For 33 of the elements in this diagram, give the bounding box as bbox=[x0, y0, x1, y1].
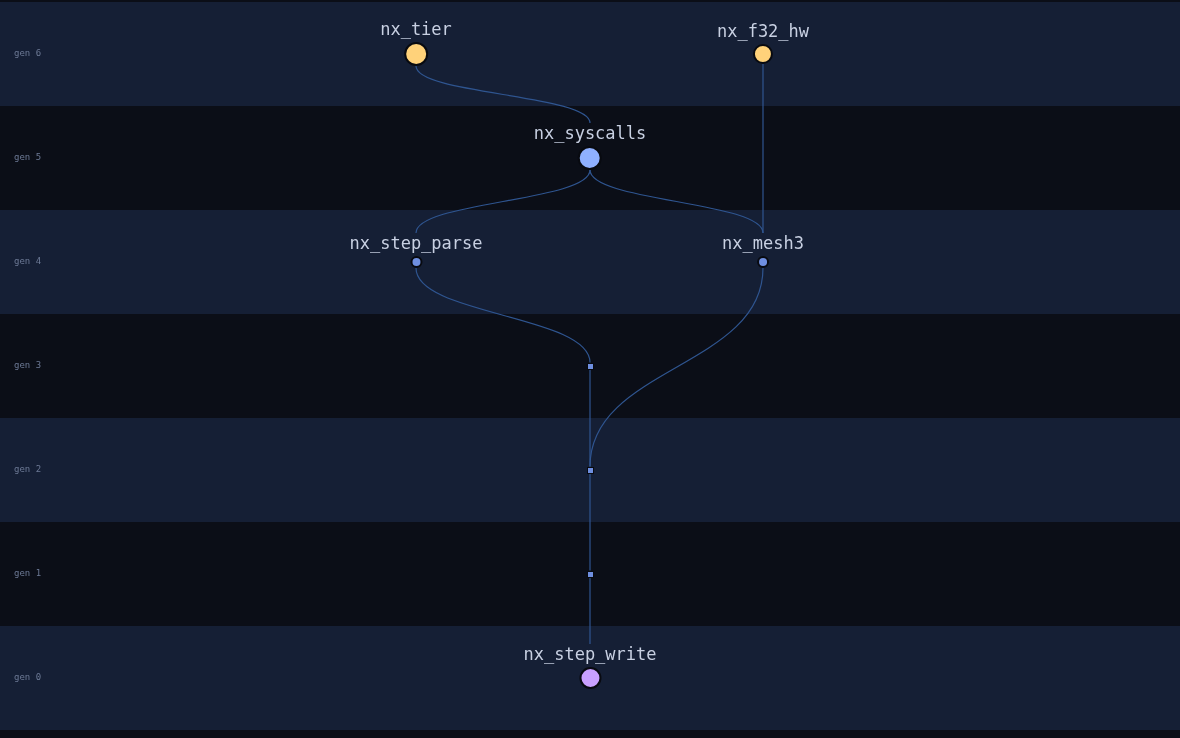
graph-node bbox=[722, 233, 804, 268]
generation-band bbox=[0, 210, 1180, 314]
node-label: nx_tier bbox=[380, 19, 452, 39]
generation-band bbox=[0, 418, 1180, 522]
generation-label: gen 5 bbox=[14, 152, 42, 162]
connector-line bbox=[415, 267, 591, 364]
graph-node bbox=[523, 644, 657, 689]
node-label: nx_f32_hw bbox=[716, 21, 810, 41]
connector-line bbox=[589, 267, 764, 468]
generation-label: gen 2 bbox=[14, 464, 42, 474]
connector-line bbox=[415, 65, 591, 124]
node-label: nx_step_write bbox=[523, 644, 657, 664]
generation-label: gen 0 bbox=[14, 672, 42, 682]
connector-line bbox=[415, 169, 591, 234]
generation-band bbox=[0, 2, 1180, 106]
generation-label: gen 6 bbox=[14, 48, 42, 58]
generation-band bbox=[0, 626, 1180, 730]
connector-line bbox=[589, 472, 591, 572]
graph-node bbox=[380, 19, 452, 66]
graph-node bbox=[349, 233, 483, 268]
node-label: nx_syscalls bbox=[533, 123, 647, 143]
graph-node bbox=[533, 123, 647, 170]
generation-label: gen 1 bbox=[14, 568, 42, 578]
generation-label: gen 4 bbox=[14, 256, 42, 266]
routing-point bbox=[586, 362, 594, 370]
routing-point bbox=[586, 466, 594, 474]
graph-node bbox=[716, 21, 810, 64]
generation-label: gen 3 bbox=[14, 360, 42, 370]
node-label: nx_step_parse bbox=[349, 233, 483, 253]
connector-line bbox=[589, 576, 591, 645]
node-label: nx_mesh3 bbox=[722, 233, 804, 253]
connector-line bbox=[762, 63, 764, 234]
routing-point bbox=[586, 570, 594, 578]
